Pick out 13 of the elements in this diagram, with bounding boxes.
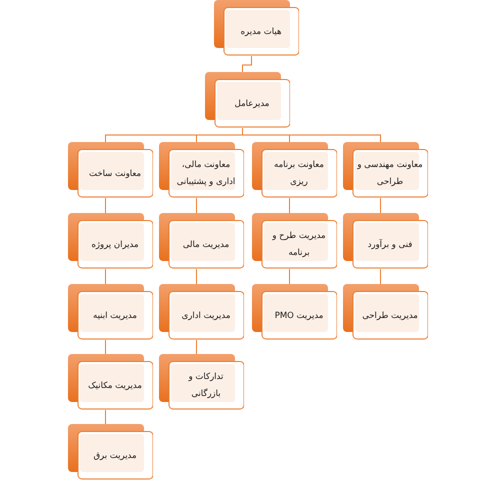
- connector-line: [242, 56, 252, 72]
- connector-line: [105, 410, 106, 424]
- connector-line: [105, 128, 243, 142]
- connector-line: [105, 340, 106, 354]
- connector-line: [196, 268, 197, 284]
- connector-line: [289, 268, 290, 284]
- connector-line: [380, 198, 381, 214]
- connector-line: [196, 198, 197, 214]
- connector-line: [105, 268, 106, 284]
- connector-line: [196, 340, 197, 354]
- connector-line: [289, 198, 290, 214]
- connector-line: [380, 268, 381, 284]
- connector-line: [105, 198, 106, 214]
